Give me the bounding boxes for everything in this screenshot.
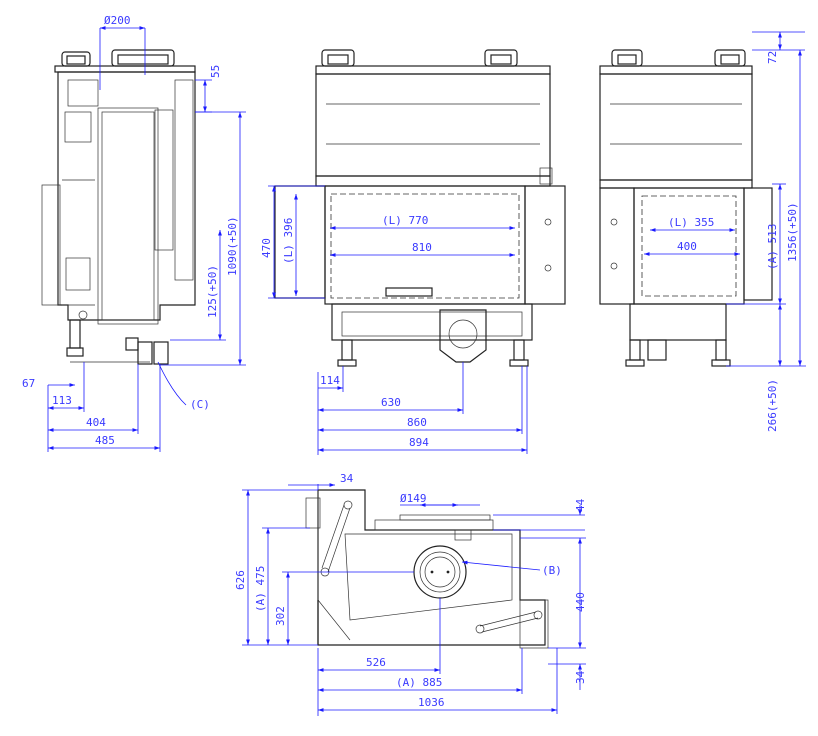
top-width-526: 526 — [366, 656, 386, 669]
side-height-bottom: 125(+50) — [206, 265, 219, 318]
top-right-44: 44 — [574, 498, 587, 512]
front-glass-height-visible: (L) 396 — [282, 218, 295, 264]
side-label-c: (C) — [190, 398, 210, 411]
front-glass-width: 810 — [412, 241, 432, 254]
right-view-body — [599, 49, 773, 367]
front-width-114: 114 — [320, 374, 340, 387]
side-view-dimensions: Ø200 55 1090(+50) 125(+50) (C) 67 113 — [22, 14, 246, 452]
top-view-dimensions: 34 Ø149 44 626 (A) 475 302 (B) — [234, 472, 587, 716]
side-depth-404: 404 — [86, 416, 106, 429]
top-34: 34 — [340, 472, 354, 485]
side-depth-113: 113 — [52, 394, 72, 407]
right-glass-355: (L) 355 — [668, 216, 714, 229]
front-width-630: 630 — [381, 396, 401, 409]
top-view: 34 Ø149 44 626 (A) 475 302 (B) — [234, 472, 587, 716]
side-height-total: 1090(+50) — [226, 216, 239, 276]
right-view-dimensions: 72 1356(+50) (A) 513 (L) 355 400 266(+50… — [644, 31, 806, 432]
front-glass-height: 470 — [260, 238, 273, 258]
top-depth-302: 302 — [274, 606, 287, 626]
top-depth-475: (A) 475 — [254, 566, 267, 612]
right-view: 72 1356(+50) (A) 513 (L) 355 400 266(+50… — [599, 31, 806, 432]
top-flue-149: Ø149 — [400, 492, 427, 505]
front-width-894: 894 — [409, 436, 429, 449]
front-glass-width-visible: (L) 770 — [382, 214, 428, 227]
side-flue-diameter: Ø200 — [104, 14, 131, 27]
top-view-body — [305, 489, 549, 649]
right-height-513: (A) 513 — [766, 224, 779, 270]
right-bottom-266: 266(+50) — [766, 379, 779, 432]
side-view-body — [41, 49, 196, 365]
right-glass-400: 400 — [677, 240, 697, 253]
side-depth-485: 485 — [95, 434, 115, 447]
top-width-1036: 1036 — [418, 696, 445, 709]
side-top-offset: 55 — [209, 65, 222, 78]
side-depth-67: 67 — [22, 377, 35, 390]
top-right-440: 440 — [574, 592, 587, 612]
top-width-885: (A) 885 — [396, 676, 442, 689]
side-view: Ø200 55 1090(+50) 125(+50) (C) 67 113 — [22, 14, 246, 452]
top-bottom-34: 34 — [574, 670, 587, 684]
right-top-72: 72 — [766, 51, 779, 64]
top-depth-626: 626 — [234, 570, 247, 590]
front-view-body — [274, 49, 566, 367]
front-view-dimensions: (L) 770 810 470 (L) 396 114 630 — [260, 185, 528, 455]
front-view: (L) 770 810 470 (L) 396 114 630 — [260, 49, 566, 455]
top-label-b: (B) — [542, 564, 562, 577]
front-width-860: 860 — [407, 416, 427, 429]
right-height-1356: 1356(+50) — [786, 202, 799, 262]
